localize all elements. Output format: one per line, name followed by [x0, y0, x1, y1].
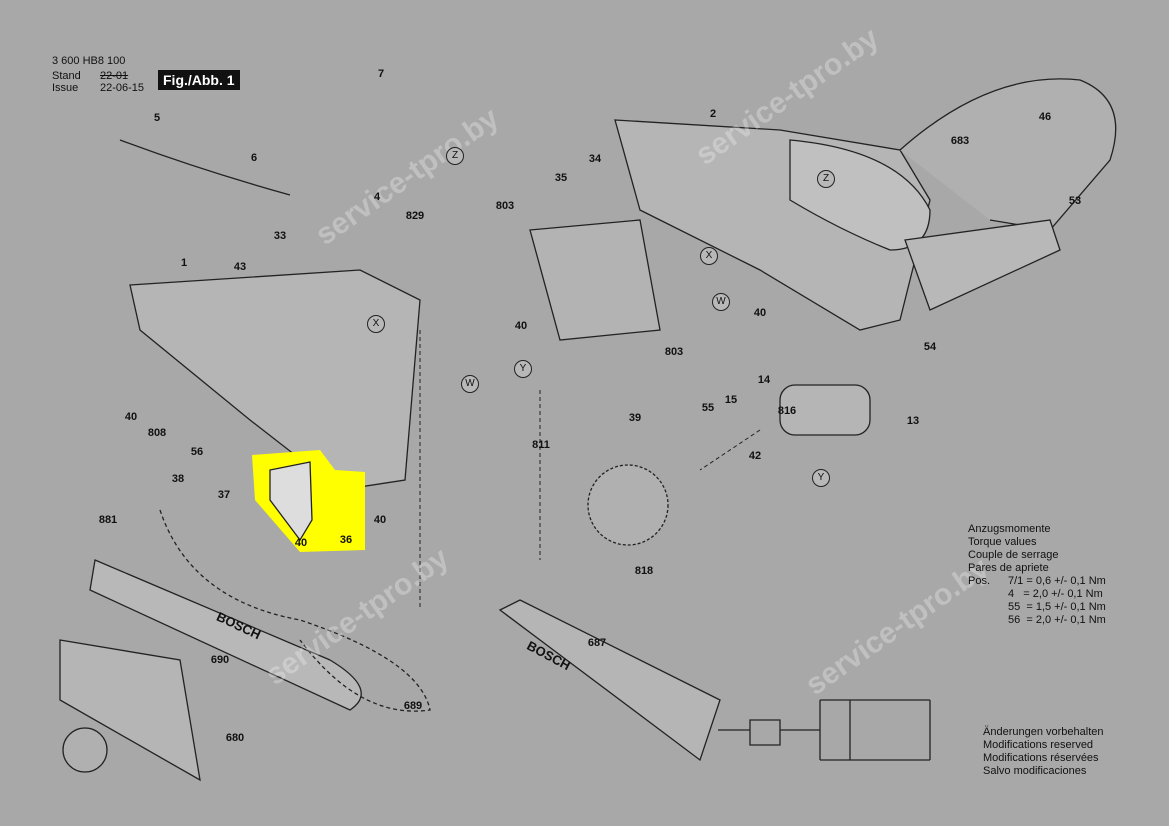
connection-marker: W: [461, 375, 479, 393]
part-number-label: 881: [98, 514, 118, 526]
modifications-es: Salvo modificaciones: [983, 765, 1087, 777]
issue-value: 22-06-15: [100, 82, 145, 94]
torque-heading-fr: Couple de serrage: [968, 549, 1059, 561]
part-number-label: 35: [554, 172, 568, 184]
part-number-label: 13: [906, 415, 920, 427]
part-number-label: 40: [124, 411, 138, 423]
part-number-label: 811: [532, 439, 550, 451]
connection-marker: Y: [514, 360, 532, 378]
part-number-label: 1: [180, 257, 188, 269]
issue-label: Issue: [52, 82, 79, 94]
part-number-label: 829: [405, 210, 425, 222]
part-number-label: 46: [1038, 111, 1052, 123]
part-number-label: 33: [273, 230, 287, 242]
torque-heading-de: Anzugsmomente: [968, 523, 1051, 535]
part-number-label: 4: [373, 191, 381, 203]
torque-row: 7/1 = 0,6 +/- 0,1 Nm: [1008, 575, 1106, 587]
part-number-label: 808: [147, 427, 167, 439]
modifications-en: Modifications reserved: [983, 739, 1094, 751]
part-number-label: 43: [233, 261, 247, 273]
part-number-label: 2: [709, 108, 717, 120]
connection-marker: W: [712, 293, 730, 311]
modifications-fr: Modifications réservées: [983, 752, 1099, 764]
connection-marker: Z: [446, 147, 464, 165]
modifications-de: Änderungen vorbehalten: [983, 726, 1104, 738]
part-number-label: 54: [923, 341, 937, 353]
stand-value: 22-01: [100, 70, 129, 82]
part-number-label: 38: [171, 473, 185, 485]
torque-row: 56 = 2,0 +/- 0,1 Nm: [1008, 614, 1106, 626]
figure-label: Fig./Abb. 1: [158, 70, 240, 90]
part-number-label: 42: [748, 450, 762, 462]
part-number-label: 36: [339, 534, 353, 546]
part-number-label: 818: [634, 565, 654, 577]
part-number-label: 55: [701, 402, 715, 414]
connection-marker: X: [367, 315, 385, 333]
part-number-label: 40: [514, 320, 528, 332]
part-number-label: 34: [588, 153, 602, 165]
part-number-label: 690: [210, 654, 230, 666]
torque-row: 4 = 2,0 +/- 0,1 Nm: [1008, 588, 1103, 600]
part-number-label: 803: [495, 200, 515, 212]
part-number-label: 683: [950, 135, 970, 147]
part-number-label: 40: [753, 307, 767, 319]
doc-number: 3 600 HB8 100: [52, 55, 126, 67]
part-number-label: 37: [217, 489, 231, 501]
part-number-label: 5: [153, 112, 161, 124]
part-number-label: 680: [225, 732, 245, 744]
torque-row: 55 = 1,5 +/- 0,1 Nm: [1008, 601, 1106, 613]
part-number-label: 6: [250, 152, 258, 164]
modifications-note: Änderungen vorbehalten Modifications res…: [983, 726, 1103, 778]
part-number-label: 40: [373, 514, 387, 526]
part-number-label: 689: [403, 700, 423, 712]
part-number-label: 687: [587, 637, 607, 649]
connection-marker: Y: [812, 469, 830, 487]
part-number-label: 56: [190, 446, 204, 458]
part-number-label: 39: [628, 412, 642, 424]
torque-heading-en: Torque values: [968, 536, 1037, 548]
part-number-label: 15: [724, 394, 738, 406]
stand-label: Stand: [52, 70, 81, 82]
part-number-label: 40: [294, 537, 308, 549]
part-number-label: 7: [377, 68, 385, 80]
connection-marker: Z: [817, 170, 835, 188]
connection-marker: X: [700, 247, 718, 265]
part-number-label: 14: [757, 374, 771, 386]
part-number-label: 53: [1068, 195, 1082, 207]
part-number-label: 816: [777, 405, 797, 417]
torque-heading-es: Pares de apriete: [968, 562, 1049, 574]
part-number-label: 803: [664, 346, 684, 358]
torque-values: Anzugsmomente Torque values Couple de se…: [968, 523, 1106, 627]
torque-pos-label: Pos.: [968, 575, 991, 587]
